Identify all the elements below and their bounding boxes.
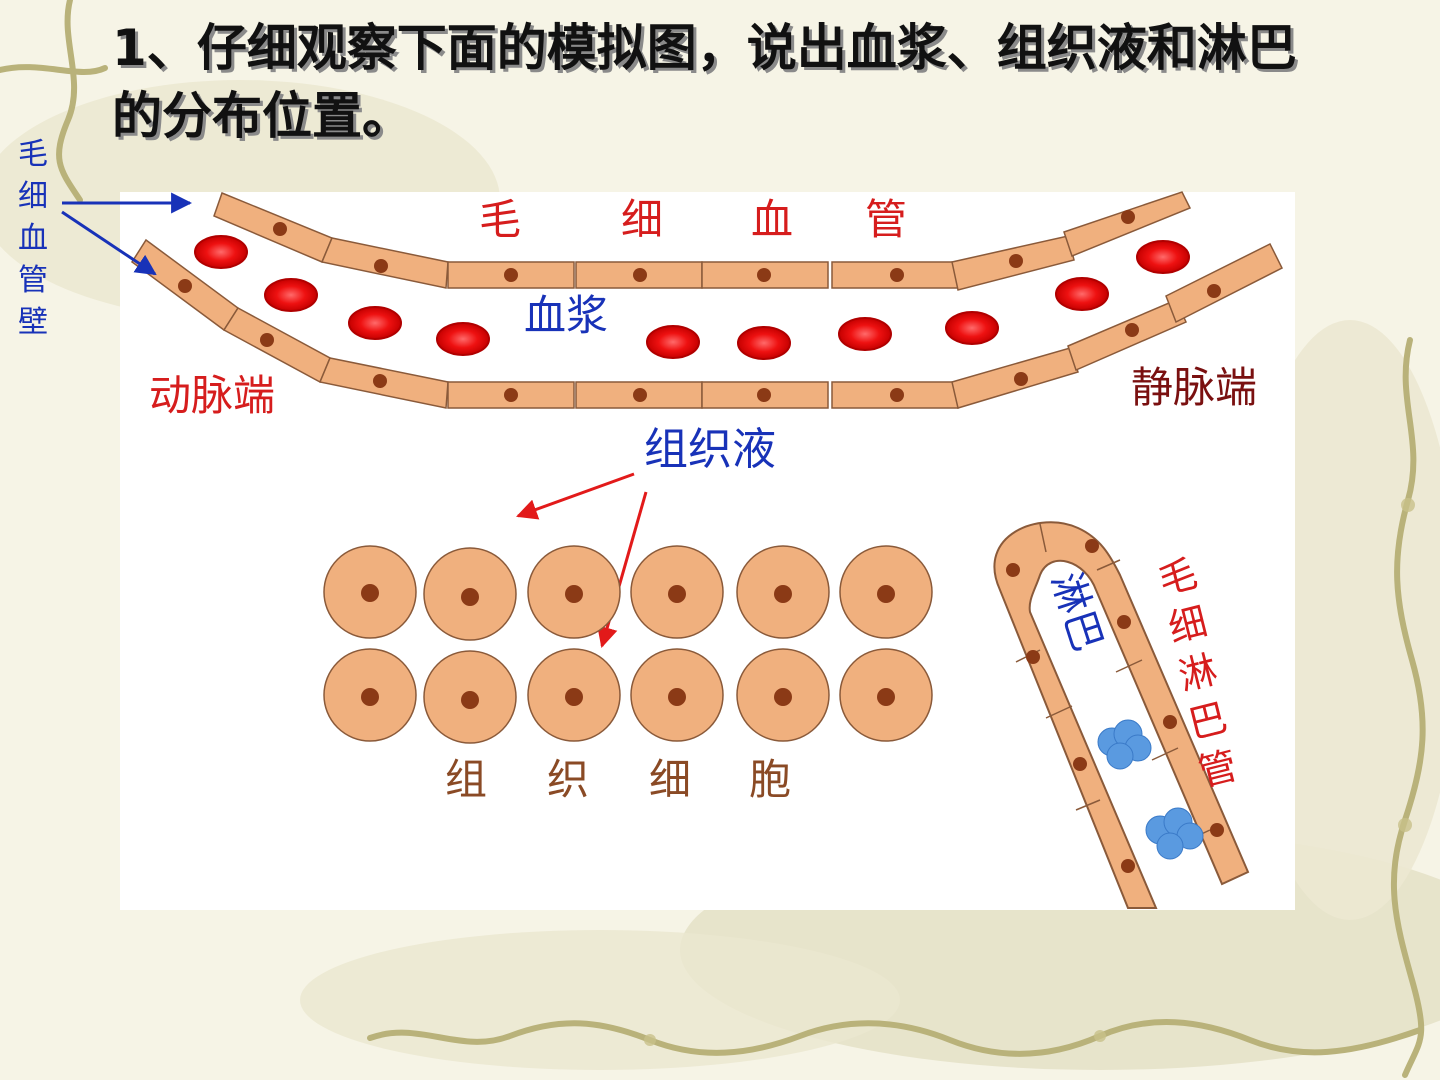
arrow-icon: [516, 472, 635, 520]
capillary-wall-char: 毛: [18, 137, 48, 172]
tissue-cells-char: 织: [547, 755, 589, 804]
arrow-icon: [61, 210, 157, 276]
capillary-wall-char: 细: [18, 179, 48, 214]
plasma-label: 血浆: [524, 291, 608, 340]
capillary-wall-char: 壁: [18, 305, 48, 340]
page-title-line-1: 1、仔细观察下面的模拟图，说出血浆、组织液和淋巴: [112, 18, 1297, 78]
capillary-wall-char: 管: [18, 263, 48, 298]
venous-end-label: 静脉端: [1131, 363, 1257, 412]
capillary-title-char: 血: [751, 195, 793, 244]
capillary-wall-char: 血: [18, 221, 48, 256]
tissue-cells: [323, 545, 933, 744]
capillary-title-char: 毛: [479, 195, 521, 244]
arterial-end-label: 动脉端: [149, 371, 275, 420]
lymphocytes: [1097, 719, 1204, 860]
red-blood-cells: [194, 235, 1190, 360]
tissue-cells-char: 胞: [749, 755, 791, 804]
tissue-cells-char: 细: [649, 755, 691, 804]
tissue-fluid-label: 组织液: [644, 424, 776, 475]
capillary-wall-top: [213, 191, 1192, 291]
tissue-cells-char: 组: [445, 755, 487, 804]
tissue-cell-nuclei: [361, 584, 895, 709]
tissue-cells-label: 组 织 细 胞: [445, 755, 791, 804]
capillary-title-char: 细: [621, 195, 663, 244]
lymph-capillary-char: 淋: [1174, 647, 1222, 699]
title-prefix: 1、仔细观察下面的模拟图，说出: [112, 19, 847, 77]
lymph-capillary-char: 细: [1164, 599, 1212, 651]
capillary-title: 毛 细 血 管: [479, 195, 907, 244]
title-emphasis: 血浆、组织液和淋巴: [846, 19, 1297, 77]
lymph-capillary: [993, 521, 1250, 909]
lymph-capillary-char: 毛: [1154, 551, 1202, 603]
capillary-wall-bottom: [130, 238, 1284, 409]
capillary-wall-label: 毛 细 血 管 壁: [18, 137, 48, 340]
page-title-line-2: 的分布位置。: [112, 87, 412, 145]
capillary-nuclei: [178, 210, 1221, 402]
capillary-title-char: 管: [865, 195, 907, 244]
